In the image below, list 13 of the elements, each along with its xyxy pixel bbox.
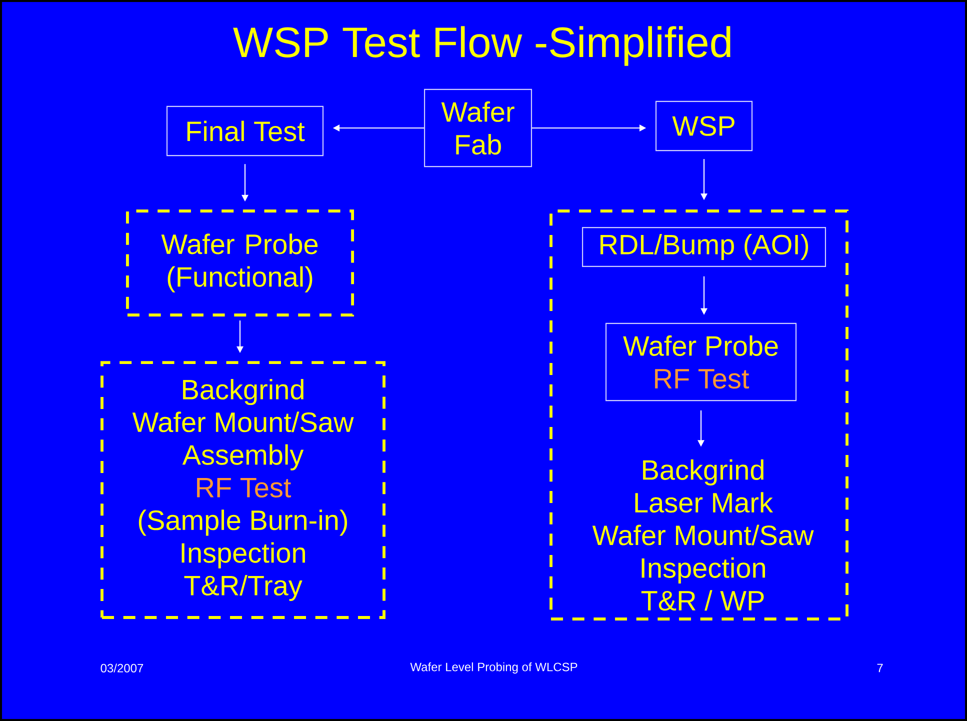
dashed-group-box	[550, 210, 848, 620]
process-box: WSP	[655, 100, 753, 152]
slide-title: WSP Test Flow -Simplified	[233, 26, 730, 66]
footer-text: Wafer Level Probing of WLCSP	[410, 662, 578, 674]
page-number: 7	[877, 664, 883, 672]
dashed-box: Wafer Probe (Functional)	[126, 210, 354, 316]
process-box: Final Test	[166, 106, 324, 156]
dashed-box: Backgrind Wafer Mount/Saw Assembly RF Test (Sample Burn-in) Inspection T&R/Tray	[100, 361, 386, 619]
process-box: Wafer Fab	[424, 88, 532, 168]
process-box: Wafer Probe RF Test	[605, 322, 797, 402]
process-box: RDL/Bump (AOI)	[582, 227, 826, 267]
footer-date: 03/2007	[100, 664, 144, 672]
step-list-text: Backgrind Laser Mark Wafer Mount/Saw Inspection T&R / WP	[592, 459, 814, 611]
